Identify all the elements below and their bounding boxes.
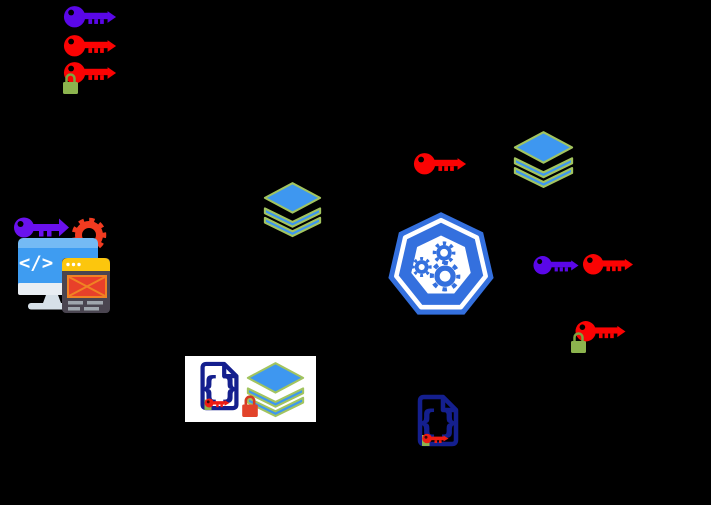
- orange-padlock-icon: [242, 396, 258, 417]
- green-padlock-icon: [571, 333, 586, 353]
- browser-window-icon: [62, 258, 110, 313]
- green-padlock-icon: [63, 74, 78, 94]
- json-file-icon: [413, 394, 463, 448]
- purple-key-icon: [14, 217, 69, 238]
- monitor-icon: </>: [18, 238, 98, 310]
- red-key-icon: [413, 153, 467, 175]
- code-glyph: </>: [19, 252, 53, 274]
- purple-key-icon: [533, 256, 579, 275]
- gears-icon: [411, 241, 461, 292]
- developer-workstation-icon: </>: [14, 217, 110, 313]
- purple-key-icon: [63, 6, 117, 28]
- red-key-icon: [63, 35, 117, 57]
- kubernetes-icon: [388, 212, 494, 315]
- sealed-secret-card: [185, 356, 316, 422]
- text-bars: [68, 301, 103, 311]
- red-key-icon: [582, 254, 634, 275]
- json-file-icon: [196, 361, 243, 412]
- monitor-stand: [28, 295, 66, 310]
- window-dots-icon: [66, 262, 81, 267]
- layers-icon: [513, 131, 574, 189]
- layers-icon: [263, 182, 322, 238]
